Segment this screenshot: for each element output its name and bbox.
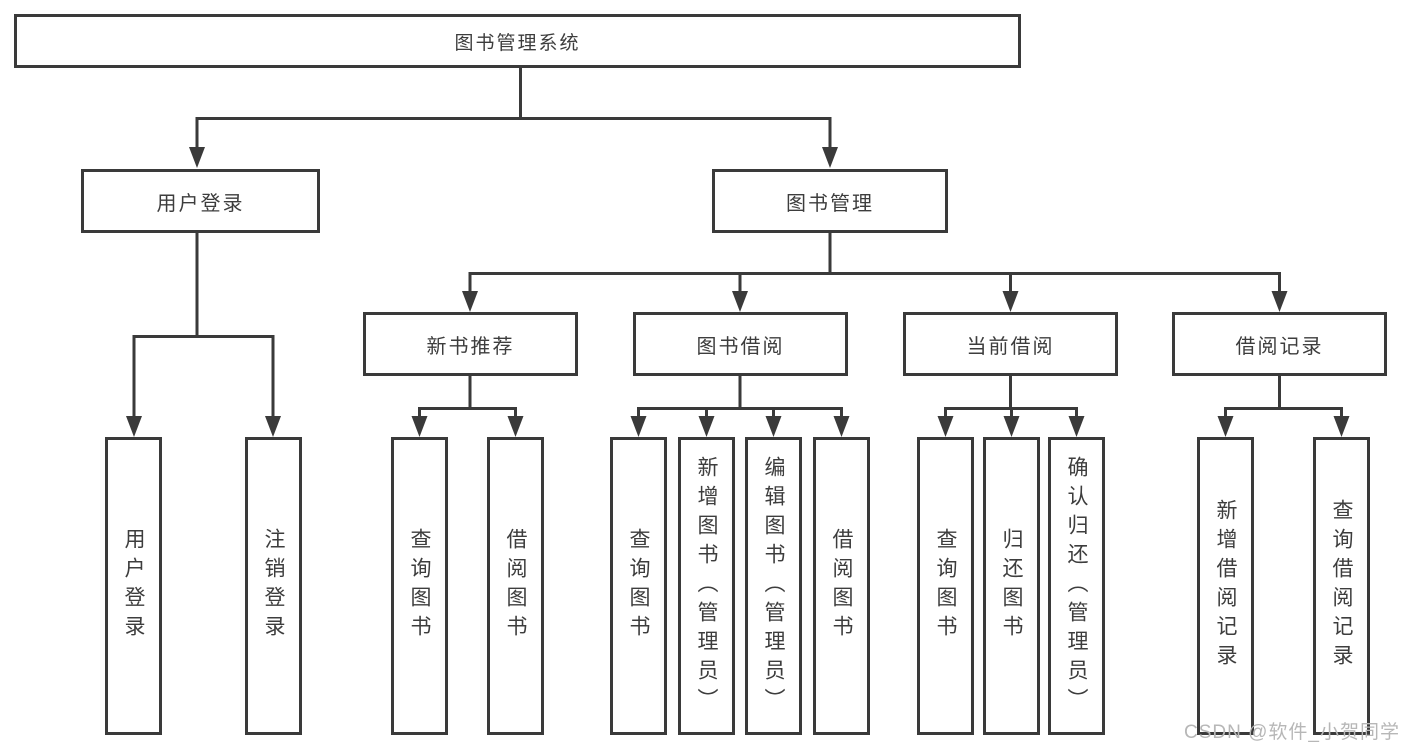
node-borrowing-records: 借阅记录 [1172,312,1387,376]
node-new-book-recommendation: 新书推荐 [363,312,578,376]
node-library-system: 图书管理系统 [14,14,1021,68]
node-query-books-borrowing: 查询图书 [610,437,667,735]
node-query-books-recommend: 查询图书 [391,437,448,735]
node-book-management: 图书管理 [712,169,948,233]
node-add-book-admin: 新增图书（管理员） [678,437,735,735]
csdn-watermark: CSDN @软件_小贺同学 [1184,722,1400,743]
node-add-borrow-record: 新增借阅记录 [1197,437,1254,735]
node-return-books: 归还图书 [983,437,1040,735]
node-borrow-books-borrowing: 借阅图书 [813,437,870,735]
node-book-borrowing: 图书借阅 [633,312,848,376]
node-user-login-leaf: 用户登录 [105,437,162,735]
node-logout-leaf: 注销登录 [245,437,302,735]
arrowheads [126,147,1350,437]
node-query-borrow-record: 查询借阅记录 [1313,437,1370,735]
node-edit-book-admin: 编辑图书（管理员） [745,437,802,735]
node-current-borrowing: 当前借阅 [903,312,1118,376]
node-confirm-return-admin: 确认归还（管理员） [1048,437,1105,735]
node-user-login: 用户登录 [81,169,320,233]
node-query-books-current: 查询图书 [917,437,974,735]
node-borrow-books-recommend: 借阅图书 [487,437,544,735]
